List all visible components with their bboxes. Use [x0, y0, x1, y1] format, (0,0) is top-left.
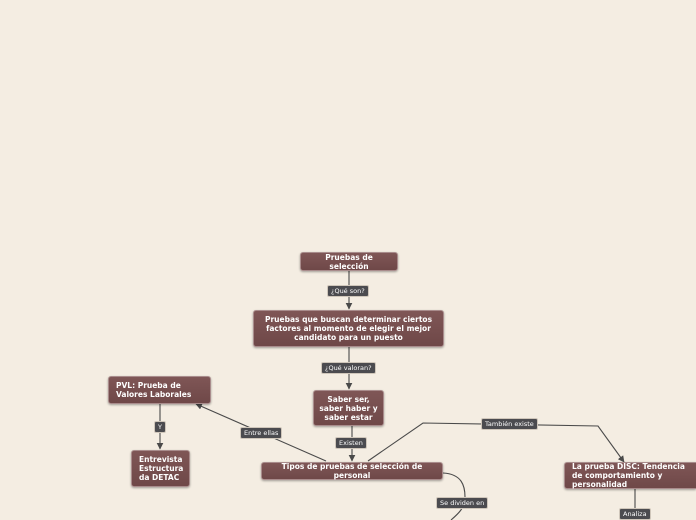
edge-label-analiza: Analiza: [619, 508, 651, 520]
node-disc[interactable]: La prueba DISC: Tendencia de comportamie…: [564, 462, 696, 489]
edge-label-y: Y: [154, 421, 166, 433]
node-pvl[interactable]: PVL: Prueba de Valores Laborales: [108, 376, 211, 404]
edge-label-entre-ellas: Entre ellas: [240, 427, 283, 439]
node-types[interactable]: Tipos de pruebas de selección de persona…: [261, 462, 443, 480]
edge-label-tambien-existe: También existe: [481, 418, 538, 430]
node-detac[interactable]: Entrevista Estructura da DETAC: [131, 450, 190, 487]
node-root[interactable]: Pruebas de selección: [300, 252, 398, 271]
edge-label-que-son: ¿Qué son?: [327, 285, 369, 297]
node-values[interactable]: Saber ser, saber haber y saber estar: [313, 390, 384, 426]
edge-label-existen: Existen: [335, 437, 367, 449]
node-definition[interactable]: Pruebas que buscan determinar ciertos fa…: [253, 310, 444, 347]
edge-label-se-dividen-en: Se dividen en: [436, 497, 489, 509]
edge-label-que-valoran: ¿Qué valoran?: [321, 362, 376, 374]
